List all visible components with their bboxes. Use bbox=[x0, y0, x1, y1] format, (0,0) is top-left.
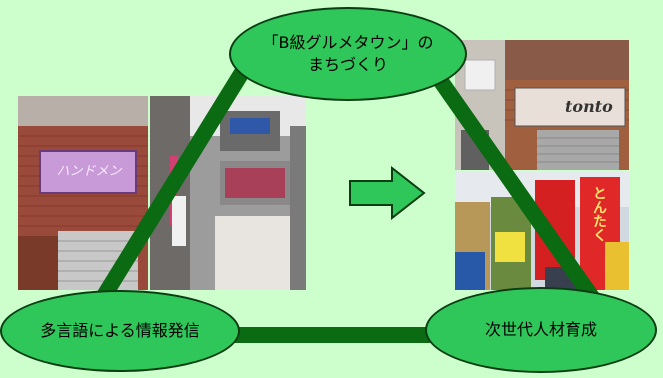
connector-top-right bbox=[405, 35, 622, 335]
shop-sign-text: ハンドメン bbox=[56, 164, 122, 179]
photo-street-signs: とんたく bbox=[455, 172, 629, 290]
vertical-sign-text: とんたく bbox=[591, 186, 607, 242]
node-b-gourmet-town: 「B級グルメタウン」の まちづくり bbox=[229, 7, 467, 101]
node-multilingual-info: 多言語による情報発信 bbox=[0, 290, 240, 372]
node-top-label: 「B級グルメタウン」の まちづくり bbox=[262, 33, 434, 74]
right-arrow-icon bbox=[349, 166, 426, 220]
node-left-label: 多言語による情報発信 bbox=[40, 321, 200, 341]
node-next-generation: 次世代人材育成 bbox=[425, 287, 657, 373]
tonto-sign-text: tonto bbox=[565, 97, 613, 116]
connector-top-left bbox=[71, 35, 269, 343]
node-right-label: 次世代人材育成 bbox=[484, 320, 597, 340]
